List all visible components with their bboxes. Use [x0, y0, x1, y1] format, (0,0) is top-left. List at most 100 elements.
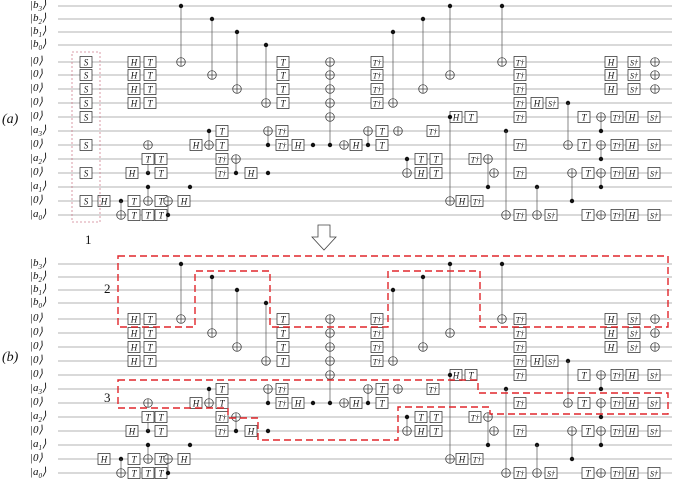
gate-label: T — [280, 71, 286, 81]
gate-box — [429, 153, 443, 165]
gate-box — [275, 397, 289, 409]
gate-label: T — [280, 315, 286, 325]
gate-t-a: T — [276, 97, 290, 109]
gate-box — [143, 313, 157, 325]
gate-box — [276, 341, 290, 353]
gate-h-b: H — [127, 327, 141, 339]
gate-h-b: H — [625, 397, 639, 409]
gate-sdg-b: S† — [545, 355, 559, 367]
gate-box — [127, 313, 141, 325]
gate-box — [581, 209, 595, 221]
gate-box — [370, 313, 384, 325]
gate-box — [215, 153, 229, 165]
gate-t-a: T — [276, 56, 290, 68]
down-arrow-icon — [311, 224, 337, 251]
gate-sdg-a: S† — [627, 56, 641, 68]
qubit-label-a-0: |b3⟩ — [30, 0, 47, 14]
control-dot-a — [265, 142, 271, 148]
gate-box — [125, 167, 139, 179]
gate-label: H — [452, 371, 460, 381]
gate-label: T — [379, 385, 385, 395]
control-dot-b — [499, 261, 505, 267]
gate-box — [141, 467, 155, 479]
gate-label: T† — [218, 428, 227, 437]
gate-tdg-b: T† — [513, 341, 527, 353]
target-xor-a — [418, 84, 428, 94]
gate-box — [79, 97, 93, 109]
gate-h-a: H — [455, 195, 469, 207]
gate-box — [625, 369, 639, 381]
gate-box — [276, 355, 290, 367]
gate-label: T† — [471, 414, 480, 423]
gate-box — [291, 139, 305, 151]
gate-h-b: H — [177, 453, 191, 465]
gate-box — [414, 425, 428, 437]
gate-sdg-b: S† — [544, 467, 558, 479]
qubit-label-b-13: |a1⟩ — [30, 438, 47, 453]
gate-t-b: T — [429, 411, 443, 423]
gate-box — [215, 125, 229, 137]
gate-label: T — [280, 343, 286, 353]
target-xor-a — [204, 140, 214, 150]
gate-t-a: T — [215, 125, 229, 137]
gate-label: H — [458, 455, 466, 465]
gate-label: T† — [613, 400, 622, 409]
gate-h-a: H — [604, 56, 618, 68]
gate-box — [647, 209, 661, 221]
gate-box — [455, 453, 469, 465]
gate-box — [127, 195, 141, 207]
gate-label: H — [352, 141, 360, 151]
qubit-label-b-6: |0⟩ — [30, 340, 43, 352]
gate-label: H — [607, 71, 615, 81]
gate-tdg-a: T† — [610, 139, 624, 151]
target-xor-b — [596, 398, 606, 408]
gate-tdg-a: T† — [215, 153, 229, 165]
gate-sdg-a: S† — [647, 167, 661, 179]
gate-label: T — [585, 169, 591, 179]
control-dot-a — [598, 128, 604, 134]
gate-box — [370, 97, 384, 109]
gate-t-b: T — [276, 355, 290, 367]
gate-h-b: H — [125, 425, 139, 437]
gate-box — [429, 167, 443, 179]
qubit-label-b-12: |0⟩ — [30, 424, 43, 436]
gate-box — [610, 139, 624, 151]
gate-box — [79, 69, 93, 81]
target-xor-b — [163, 454, 173, 464]
control-dot-a — [310, 142, 316, 148]
gate-box — [530, 355, 544, 367]
qubit-label-b-10: |0⟩ — [30, 396, 43, 408]
gate-label: T — [147, 58, 153, 68]
gate-label: T† — [516, 59, 525, 68]
gate-box — [577, 369, 591, 381]
gate-t-b: T — [375, 397, 389, 409]
gate-box — [375, 397, 389, 409]
gate-t-a: T — [464, 111, 478, 123]
gate-box — [513, 167, 527, 179]
gate-box — [127, 467, 141, 479]
control-dot-b — [420, 274, 426, 280]
gate-label: S† — [547, 212, 556, 221]
control-dot-b — [206, 386, 212, 392]
gate-sdg-a: S† — [647, 111, 661, 123]
gate-label: T† — [278, 386, 287, 395]
gate-label: H — [192, 399, 200, 409]
gate-box — [143, 327, 157, 339]
gate-box — [513, 83, 527, 95]
gate-box — [544, 209, 558, 221]
gate-label: S — [84, 113, 89, 123]
gate-label: H — [458, 197, 466, 207]
gate-label: T — [280, 329, 286, 339]
gate-tdg-a: T† — [370, 56, 384, 68]
gate-label: S — [84, 71, 89, 81]
gate-label: T — [433, 169, 439, 179]
gate-s-a: S — [79, 167, 93, 179]
gate-h-a: H — [189, 139, 203, 151]
target-xor-a — [363, 126, 373, 136]
dotted-s-gate-box — [71, 51, 101, 223]
gate-label: T — [219, 127, 225, 137]
gate-label: T† — [516, 316, 525, 325]
qubit-label-b-0: |b3⟩ — [30, 257, 47, 272]
gate-box — [604, 341, 618, 353]
gate-box — [647, 467, 661, 479]
